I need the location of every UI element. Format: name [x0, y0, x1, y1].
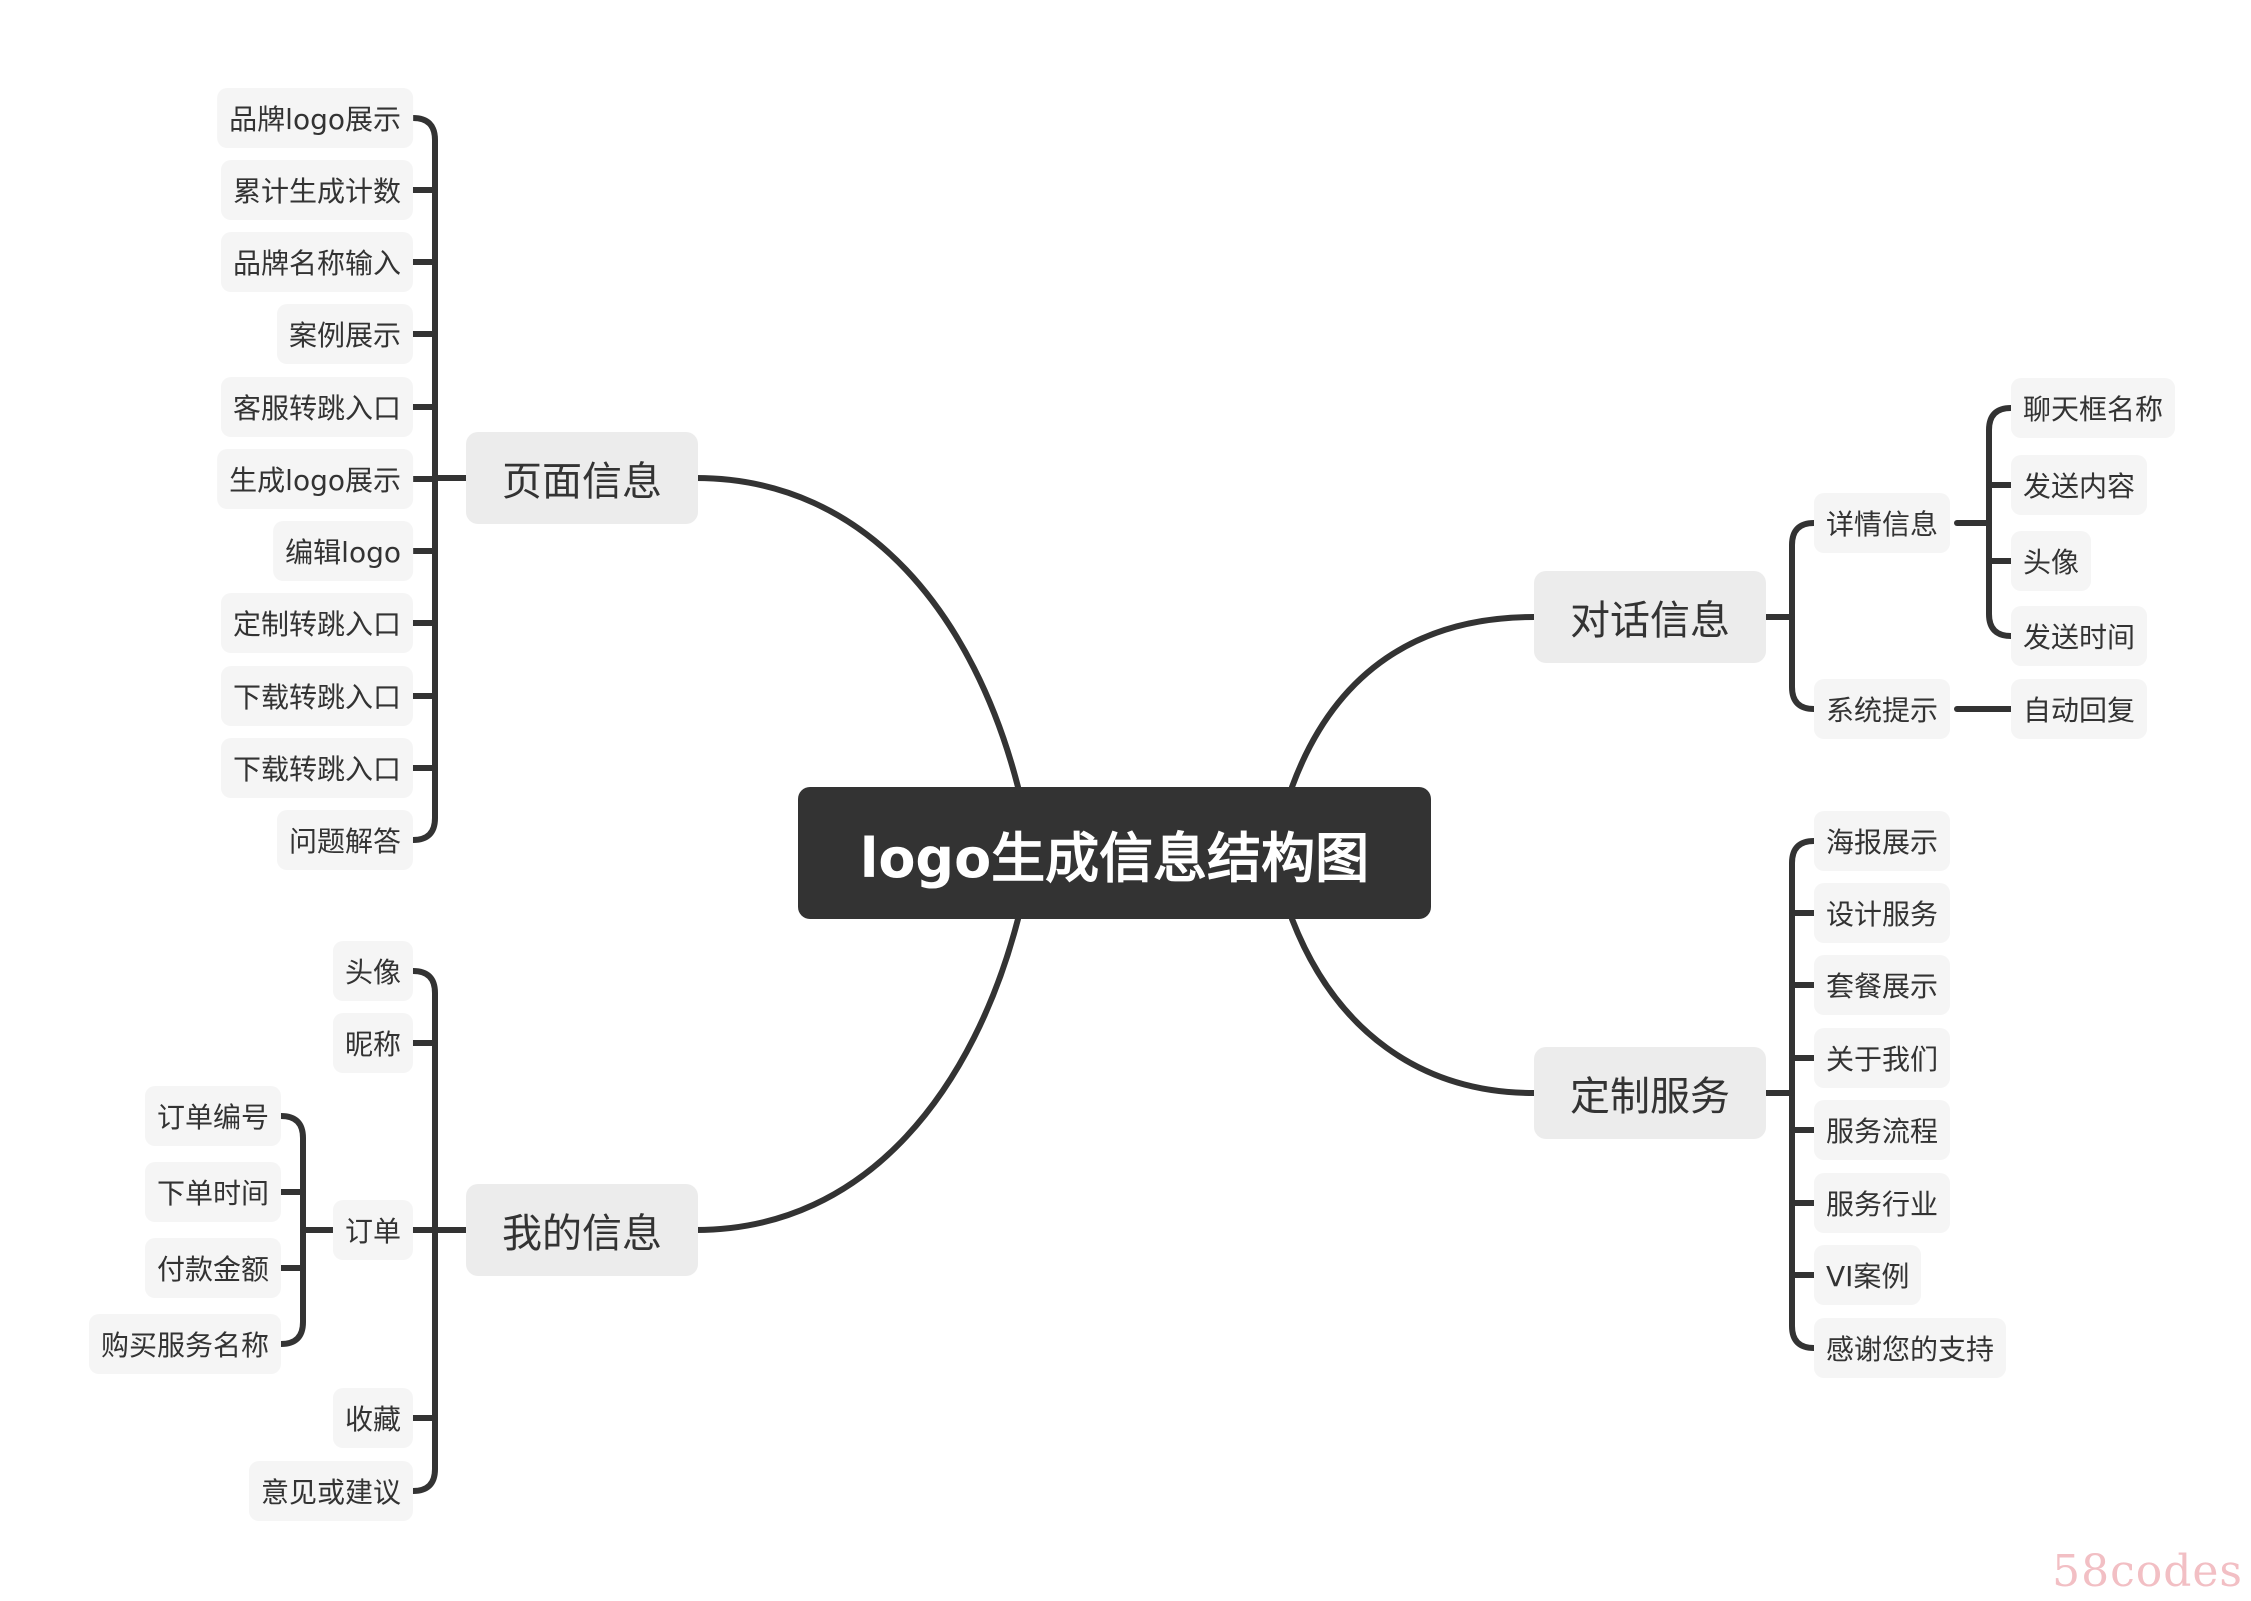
- leaf-detail: 聊天框名称: [2011, 378, 2176, 438]
- leaf-page-info: 下载转跳入口: [220, 738, 413, 798]
- link-root-dialog-info: [1289, 614, 1537, 790]
- leaf-page-info: 定制转跳入口: [220, 593, 413, 653]
- leaf-custom-service: VI案例: [1814, 1245, 1922, 1305]
- watermark: 58codes: [2052, 1546, 2243, 1597]
- leaf-page-info: 编辑logo: [273, 521, 413, 581]
- leaf-page-info: 品牌名称输入: [220, 232, 413, 292]
- leaf-my-info: 头像: [332, 941, 413, 1001]
- leaf-order: 下单时间: [144, 1162, 281, 1222]
- link-custom-service-spine: [1789, 838, 1817, 1351]
- leaf-page-info: 下载转跳入口: [220, 666, 413, 726]
- leaf-custom-service: 套餐展示: [1814, 955, 1951, 1015]
- leaf-detail: 头像: [2011, 531, 2092, 591]
- leaf-my-info: 意见或建议: [248, 1461, 413, 1521]
- leaf-my-info: 收藏: [332, 1388, 413, 1448]
- leaf-custom-service: 海报展示: [1814, 811, 1951, 871]
- leaf-my-info-order: 订单: [332, 1200, 413, 1260]
- leaf-custom-service: 设计服务: [1814, 883, 1951, 943]
- leaf-custom-service: 服务流程: [1814, 1100, 1951, 1160]
- link-root-my-info: [693, 916, 1021, 1233]
- leaf-order: 购买服务名称: [88, 1314, 281, 1374]
- leaf-my-info: 昵称: [332, 1013, 413, 1073]
- leaf-custom-service: 服务行业: [1814, 1173, 1951, 1233]
- leaf-detail: 发送内容: [2011, 455, 2148, 515]
- leaf-order: 订单编号: [144, 1086, 281, 1146]
- branch-my-info: 我的信息: [466, 1184, 698, 1276]
- leaf-order: 付款金额: [144, 1238, 281, 1298]
- leaf-detail: 发送时间: [2011, 606, 2148, 666]
- link-dialog-info-spine: [1789, 520, 1817, 712]
- branch-dialog-info: 对话信息: [1534, 571, 1766, 663]
- leaf-custom-service: 关于我们: [1814, 1028, 1951, 1088]
- branch-page-info: 页面信息: [466, 432, 698, 524]
- branch-custom-service: 定制服务: [1534, 1047, 1766, 1139]
- link-root-custom-service: [1289, 916, 1537, 1096]
- root-node: logo生成信息结构图: [798, 787, 1431, 919]
- leaf-page-info: 品牌logo展示: [217, 88, 413, 148]
- link-detail-spine: [1986, 405, 2014, 639]
- leaf-page-info: 客服转跳入口: [220, 377, 413, 437]
- leaf-custom-service: 感谢您的支持: [1814, 1318, 2007, 1378]
- link-order-spine: [278, 1113, 306, 1347]
- leaf-dialog-system: 系统提示: [1814, 679, 1951, 739]
- leaf-dialog-detail: 详情信息: [1814, 493, 1951, 553]
- leaf-page-info: 案例展示: [276, 304, 413, 364]
- leaf-page-info: 生成logo展示: [217, 449, 413, 509]
- leaf-page-info: 问题解答: [276, 810, 413, 870]
- leaf-system-auto-reply: 自动回复: [2011, 679, 2148, 739]
- leaf-page-info: 累计生成计数: [220, 160, 413, 220]
- link-root-page-info: [693, 475, 1021, 790]
